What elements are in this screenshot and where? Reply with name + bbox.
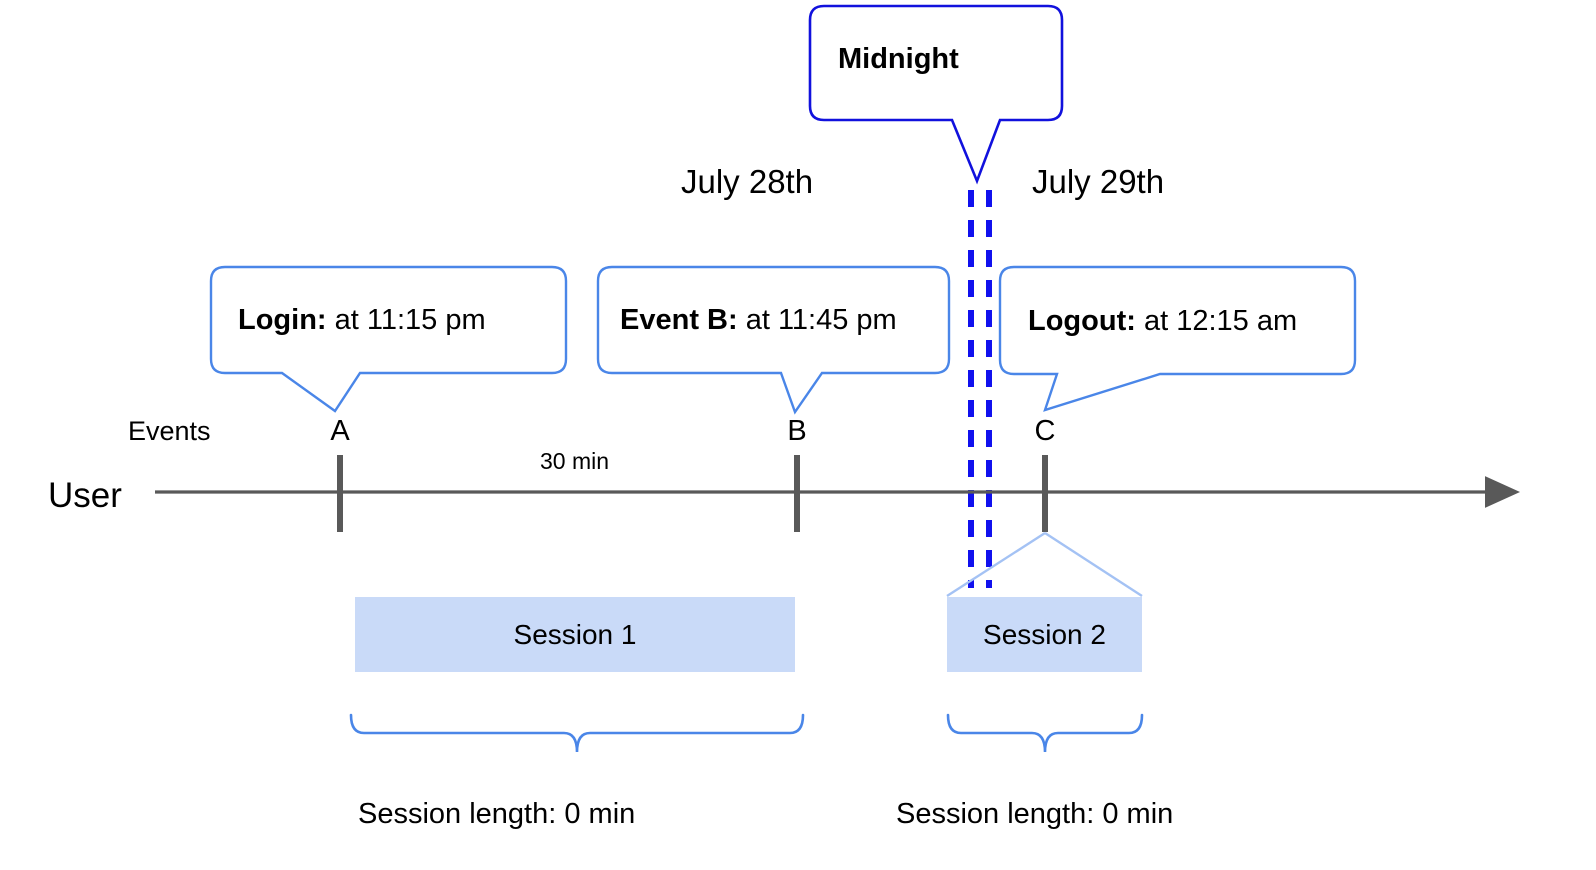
session2-guide-right xyxy=(1044,531,1143,598)
login-callout-shape xyxy=(209,265,568,413)
eventb-callout-value: at 11:45 pm xyxy=(745,304,897,336)
logout-callout-value: at 12:15 am xyxy=(1143,305,1298,337)
login-callout-value: at 11:15 pm xyxy=(334,304,486,336)
session1-label: Session 1 xyxy=(513,619,637,650)
login-callout-text: Login: at 11:15 pm xyxy=(238,306,486,335)
logout-callout-text: Logout: at 12:15 am xyxy=(1028,307,1297,336)
eventb-callout-label: Event B: xyxy=(620,304,738,336)
midnight-callout-shape xyxy=(808,4,1064,185)
session2-guide-left xyxy=(946,531,1046,598)
logout-callout-shape xyxy=(998,265,1357,412)
session1-brace xyxy=(349,713,805,753)
interval-label-30min: 30 min xyxy=(540,448,610,474)
user-row-label: User xyxy=(48,476,122,515)
session1-block xyxy=(355,597,795,672)
event-letter-a: A xyxy=(330,415,350,447)
login-callout-label: Login: xyxy=(238,304,327,336)
eventb-callout-shape xyxy=(596,265,951,415)
session2-brace xyxy=(946,713,1144,753)
midnight-callout-label: Midnight xyxy=(838,43,959,75)
session2-label: Session 2 xyxy=(983,619,1106,650)
date-label-right: July 29th xyxy=(1032,163,1165,200)
eventb-callout-text: Event B: at 11:45 pm xyxy=(620,306,897,335)
session2-block xyxy=(947,597,1142,672)
events-row-label: Events xyxy=(128,416,211,446)
session2-length-label: Session length: 0 min xyxy=(896,798,1174,830)
logout-callout-label: Logout: xyxy=(1028,305,1136,337)
session1-length-label: Session length: 0 min xyxy=(358,798,636,830)
date-label-left: July 28th xyxy=(681,163,814,200)
event-letter-c: C xyxy=(1034,415,1056,447)
event-letter-b: B xyxy=(787,415,807,447)
